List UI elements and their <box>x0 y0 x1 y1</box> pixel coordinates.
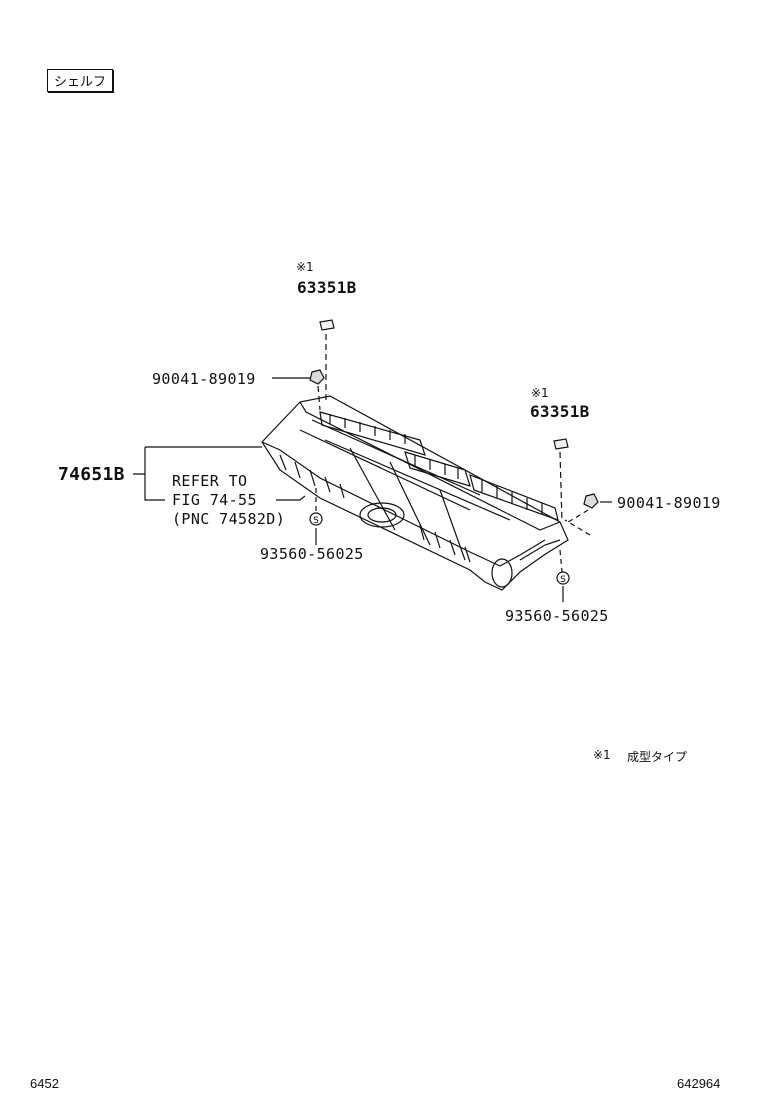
refer-line-2: FIG 74-55 <box>172 491 257 509</box>
refer-line-1: REFER TO <box>172 472 248 490</box>
screw-right-part-number[interactable]: 93560-56025 <box>505 607 609 625</box>
section-label: シェルフ <box>47 69 114 92</box>
nut-right-icon <box>583 493 599 509</box>
clip-left-part-number[interactable]: 63351B <box>297 278 357 297</box>
screw-right-icon <box>556 571 570 585</box>
footer-right-code: 642964 <box>677 1076 721 1091</box>
refer-line-3: (PNC 74582D) <box>172 510 286 528</box>
vent-upper-left <box>319 411 426 456</box>
screw-left-symbol: S <box>313 516 319 526</box>
clip-right-icon <box>553 438 569 450</box>
nut-left-icon <box>309 369 325 385</box>
legend-note-text: 成型タイプ <box>627 750 688 764</box>
footer-left-code: 6452 <box>30 1076 59 1091</box>
emblem <box>359 502 405 528</box>
shelf-panel <box>261 395 569 591</box>
screw-left-part-number[interactable]: 93560-56025 <box>260 545 364 563</box>
clip-left-icon <box>319 319 335 331</box>
legend-note-mark: ※1 <box>593 748 611 762</box>
vent-right <box>469 474 559 521</box>
screw-left-icon <box>309 512 323 526</box>
clip-right-part-number[interactable]: 63351B <box>530 402 590 421</box>
nut-right-part-number[interactable]: 90041-89019 <box>617 494 721 512</box>
shelf-part-number[interactable]: 74651B <box>58 464 125 485</box>
nut-left-part-number[interactable]: 90041-89019 <box>152 370 256 388</box>
clip-right-note: ※1 <box>531 386 549 400</box>
clip-left-note: ※1 <box>296 260 314 274</box>
screw-right-symbol: S <box>560 575 566 585</box>
